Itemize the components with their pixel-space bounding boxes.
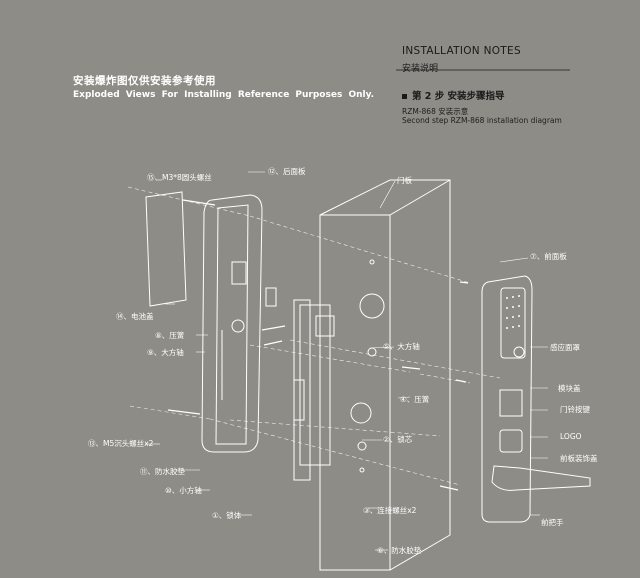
label-battery-cover: ⑭、电池盖: [116, 312, 154, 321]
front-panel: [481, 275, 591, 523]
label-gasket-6: ⑥、防水胶垫: [377, 546, 422, 555]
label-front-handle: 前把手: [541, 518, 564, 527]
step-title: 第 2 步 安装步骤指导: [402, 88, 505, 102]
label-module-cover: 模块盖: [558, 384, 581, 393]
label-door-panel: 门板: [397, 176, 412, 185]
label-gasket-11: ⑪、防水胶垫: [140, 467, 185, 476]
label-front-panel: ⑦、前面板: [530, 252, 567, 261]
step-desc-cn: RZM-868 安装示意: [402, 107, 469, 116]
label-panel-decoration: 前板装饰盖: [560, 454, 598, 463]
square-bullet-icon: [402, 94, 407, 99]
label-logo: LOGO: [560, 432, 582, 441]
label-m3-screw: ⑮、M3*8圆头螺丝: [147, 173, 212, 182]
label-lock-cylinder: ②、锁芯: [383, 435, 413, 444]
back-panel: [201, 194, 277, 453]
label-sensor-cover: 感应面罩: [550, 343, 580, 352]
notes-subtitle: 安装说明: [402, 64, 439, 74]
label-lock-body: ①、锁体: [212, 511, 242, 520]
label-big-spindle-9: ⑨、大方轴: [147, 348, 184, 357]
lock-body: [293, 299, 335, 481]
battery-cover: [145, 191, 187, 307]
intro-title-en: Exploded Views For Installing Reference …: [73, 90, 375, 100]
label-doorbell-button: 门铃按键: [560, 405, 590, 414]
door-panel: [319, 179, 451, 571]
step-title-text: 第 2 步 安装步骤指导: [412, 91, 505, 102]
label-spring-8: ⑧、压簧: [155, 331, 185, 340]
label-back-panel: ⑫、后面板: [268, 167, 306, 176]
label-spring-4: ④、压簧: [400, 395, 430, 404]
keypad: [506, 295, 520, 329]
label-m5-screw: ⑬、M5沉头螺丝x2: [88, 439, 154, 448]
small-parts: [167, 199, 469, 491]
step-desc-en: Second step RZM-868 installation diagram: [402, 116, 562, 125]
leader-lines: [145, 171, 548, 551]
label-small-spindle: ⑩、小方轴: [165, 486, 202, 495]
label-connect-screw: ③、连接螺丝x2: [363, 506, 417, 515]
notes-title: INSTALLATION NOTES: [402, 45, 521, 57]
alignment-lines: [127, 186, 501, 486]
label-big-spindle-5: ⑤、大方轴: [383, 342, 420, 351]
intro-title-cn: 安装爆炸图仅供安装参考使用: [73, 75, 216, 87]
